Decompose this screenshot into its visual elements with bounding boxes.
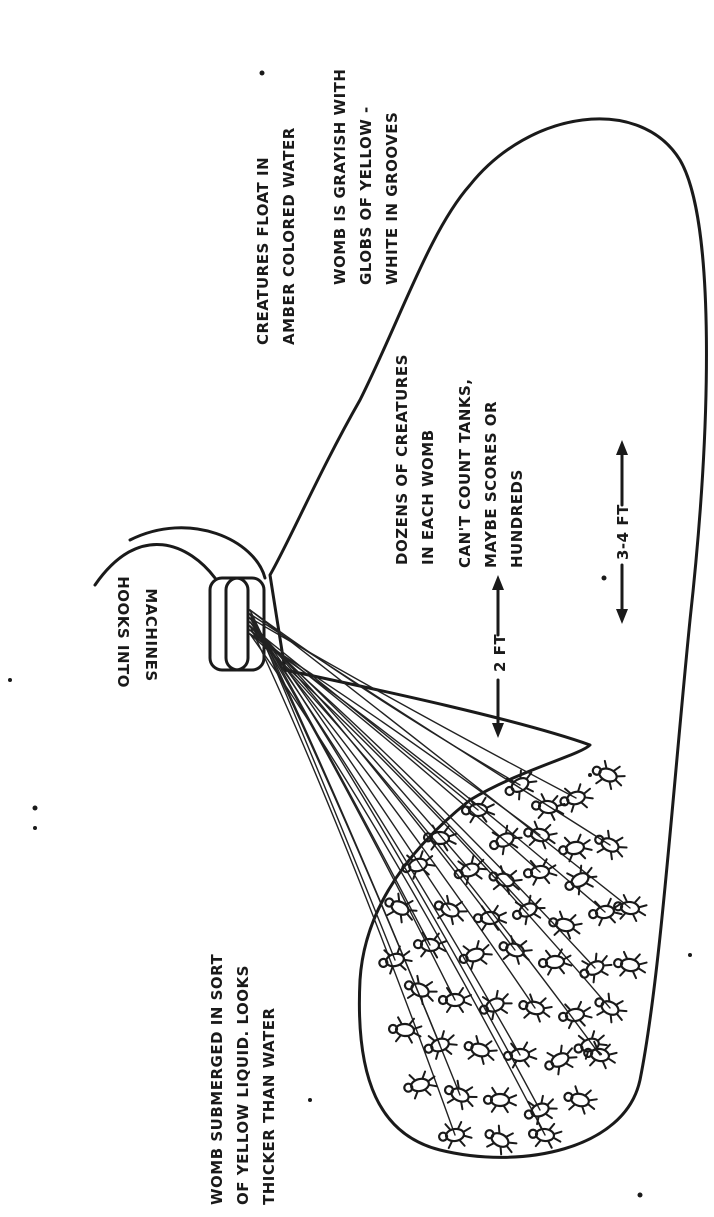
creature (538, 949, 572, 976)
label-width-2ft: 2 FT (491, 634, 509, 672)
creature (399, 849, 436, 880)
creature (486, 864, 524, 896)
label-womb-color: WOMB IS GRAYISH WITH GLOBS OF YELLOW - W… (331, 63, 401, 285)
creatures-cluster (377, 758, 648, 1158)
neck-tube-left (95, 544, 215, 585)
creature (484, 1088, 516, 1113)
feeding-tube (250, 610, 630, 908)
feeding-tube (250, 614, 440, 1045)
creature (480, 1122, 520, 1159)
label-dozens-creatures: DOZENS OF CREATURES IN EACH WOMB (393, 348, 437, 565)
creature (561, 1084, 598, 1115)
creature (476, 988, 515, 1023)
label-submerged: WOMB SUBMERGED IN SORT OF YELLOW LIQUID.… (208, 948, 278, 1205)
neck-tube-right (130, 528, 265, 578)
label-length-3-4ft: 3-4 FT (614, 504, 632, 560)
label-amber-water: CREATURES FLOAT IN AMBER COLORED WATER (254, 127, 298, 345)
label-hooks-into-machines: HOOKS INTO MACHINES (114, 576, 160, 694)
creature (612, 951, 647, 980)
feeding-tube (250, 626, 455, 1135)
paper-specks (8, 71, 692, 1198)
label-cant-count: CAN'T COUNT TANKS, MAYBE SCORES OR HUNDR… (456, 373, 526, 568)
feeding-tubes (250, 610, 630, 1135)
creature (589, 758, 627, 792)
feeding-tube (250, 610, 395, 960)
creature (557, 833, 593, 863)
